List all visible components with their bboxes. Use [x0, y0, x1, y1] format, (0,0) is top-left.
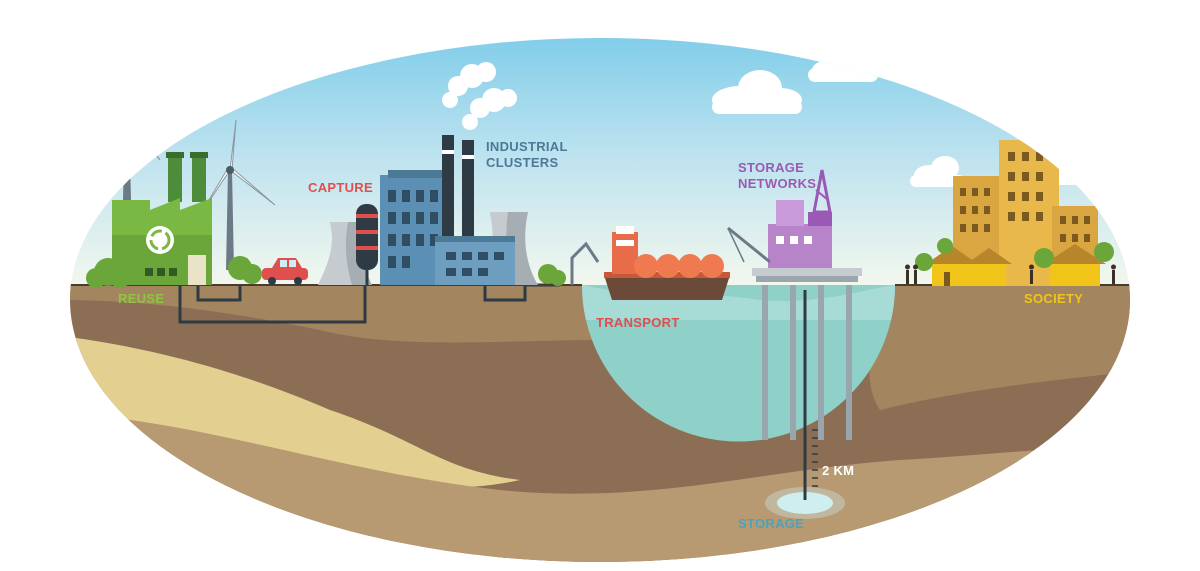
- industrial-clusters-line2: CLUSTERS: [486, 155, 559, 170]
- ship-icon: [604, 226, 730, 300]
- industrial-clusters-label: INDUSTRIAL CLUSTERS: [486, 139, 568, 171]
- depth-ruler: [812, 429, 818, 487]
- industrial-clusters-line1: INDUSTRIAL: [486, 139, 568, 154]
- storage-label: STORAGE: [738, 516, 805, 531]
- capture-label: CAPTURE: [308, 180, 373, 195]
- sea-surface: [582, 285, 895, 320]
- sea: [582, 285, 896, 442]
- smoke: [442, 62, 517, 130]
- tree-icon: [228, 256, 262, 284]
- reuse-label: REUSE: [118, 291, 165, 306]
- society-label: SOCIETY: [1024, 291, 1084, 306]
- car-icon: [262, 258, 308, 285]
- factory-icon: [435, 236, 515, 285]
- house-icon: [926, 246, 978, 286]
- tree-icon: [86, 258, 130, 288]
- storage-reservoir-glow: [765, 487, 845, 519]
- upper-soil-band: [70, 285, 600, 343]
- people: [905, 264, 1116, 284]
- house-icon: [966, 248, 1012, 286]
- tree-icon: [915, 238, 1114, 271]
- sand-layer: [70, 330, 520, 489]
- cloud-icon: [808, 48, 878, 82]
- storage-networks-line2: NETWORKS: [738, 176, 817, 191]
- recycle-icon: [146, 226, 174, 254]
- cloud-icon: [712, 70, 802, 114]
- storage-networks-line1: STORAGE: [738, 160, 805, 175]
- oil-platform-icon: [727, 169, 862, 440]
- loading-arm: [570, 241, 600, 285]
- capture-unit: [356, 204, 378, 285]
- smokestack-icon: [442, 135, 474, 245]
- transport-label: TRANSPORT: [596, 315, 680, 330]
- depth-label: 2 KM: [822, 463, 855, 478]
- storage-networks-label: STORAGE NETWORKS: [738, 160, 816, 192]
- house-icon: [1044, 244, 1106, 286]
- right-soil-band: [869, 285, 1130, 410]
- cloud-icon: [910, 156, 965, 187]
- storage-reservoir: [777, 492, 833, 514]
- tree-icon: [538, 264, 566, 286]
